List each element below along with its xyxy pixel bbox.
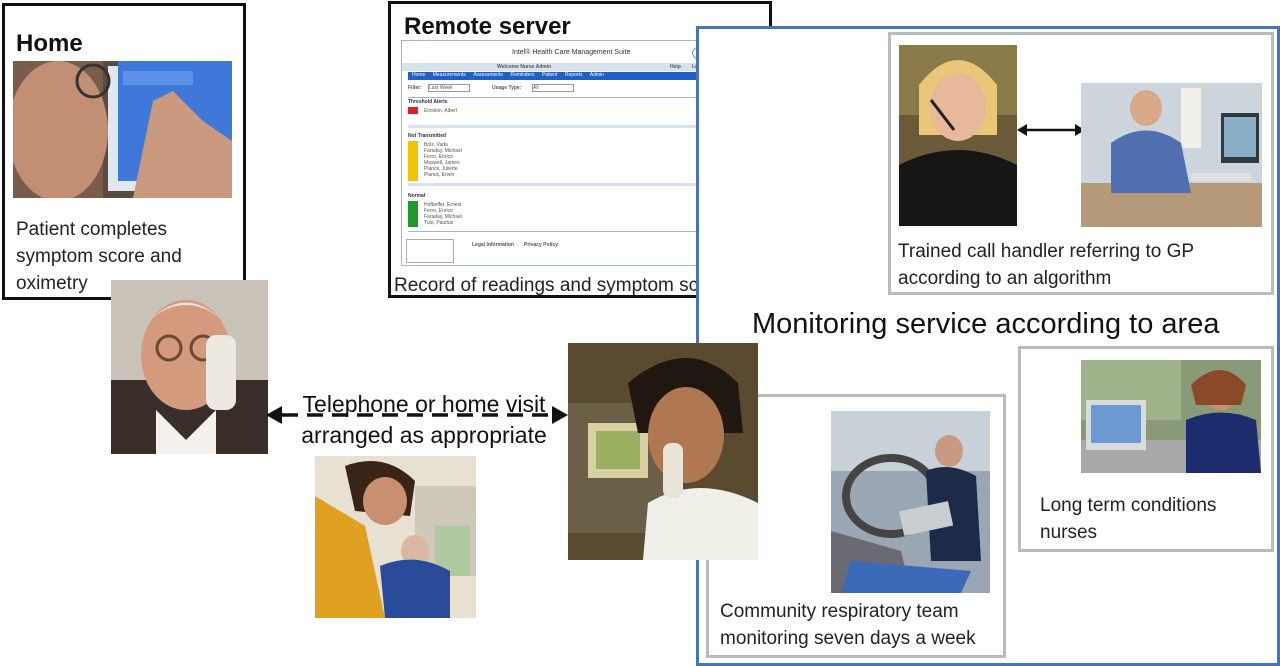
nav-bar: Home Measurements Assessments Reminders … <box>408 72 763 80</box>
long-term-nurses-caption: Long term conditions nurses <box>1040 495 1217 543</box>
tab-patient[interactable]: Patient <box>541 72 558 78</box>
respiratory-team-car-photo <box>831 411 990 593</box>
help-link[interactable]: Help <box>670 64 681 70</box>
list-item[interactable]: Maxwell, James <box>424 160 460 166</box>
privacy-link[interactable]: Privacy Policy <box>524 242 558 248</box>
telephone-home-visit-label: Telephone or home visit arranged as appr… <box>301 391 547 448</box>
dashed-double-arrow <box>266 406 568 424</box>
list-item[interactable]: Einstein, Albert <box>424 108 458 114</box>
welcome-text: Welcome Nurse Admin <box>497 64 552 70</box>
monitoring-title: Monitoring service according to area <box>752 308 1220 340</box>
home-caption: Patient completes symptom score and oxim… <box>16 219 182 294</box>
usage-label: Usage Type: <box>492 85 522 91</box>
filter-select[interactable]: Last Week <box>428 84 470 92</box>
respiratory-team-caption: Community respiratory team monitoring se… <box>720 601 976 649</box>
gp-at-computer-photo <box>1081 83 1262 227</box>
list-item[interactable]: Faraday, Michael <box>424 214 462 220</box>
usage-select[interactable]: All <box>532 84 574 92</box>
tab-home[interactable]: Home <box>412 72 426 78</box>
list-item[interactable]: Faraday, Michael <box>424 148 462 154</box>
remote-server-caption: Record of readings and symptom scores <box>394 275 736 296</box>
elderly-man-phone-photo <box>111 280 268 454</box>
section-not-transmitted: Not Transmitted <box>408 133 447 139</box>
two-way-arrow <box>1017 124 1085 136</box>
home-visit-photo <box>315 456 476 618</box>
tab-admin[interactable]: Admin <box>589 72 604 78</box>
home-title: Home <box>16 30 83 57</box>
alert-green-marker <box>408 201 418 227</box>
alert-red-marker <box>408 107 418 114</box>
remote-server-title: Remote server <box>404 13 571 40</box>
list-item[interactable]: Hofbeffer, Ernest <box>424 202 462 208</box>
operator-on-phone-photo <box>568 343 758 560</box>
suite-title: Intel® Health Care Management Suite <box>512 49 631 56</box>
nurse-at-computer-photo <box>1081 360 1261 473</box>
list-item[interactable]: Tulo, Paurius <box>424 220 454 226</box>
filter-label: Filter: <box>408 85 422 91</box>
patient-tablet-photo <box>13 61 232 198</box>
tab-measurements[interactable]: Measurements <box>432 72 466 78</box>
legal-link[interactable]: Legal Information <box>472 242 514 248</box>
section-threshold-alerts: Threshold Alerts <box>408 99 448 105</box>
list-item[interactable]: Ferro, Enrico <box>424 208 453 214</box>
alert-yellow-marker <box>408 141 418 181</box>
call-handler-caption: Trained call handler referring to GP acc… <box>898 241 1194 289</box>
call-handler-headset-photo <box>899 45 1017 226</box>
tab-reports[interactable]: Reports <box>564 72 583 78</box>
list-item[interactable]: Planck, Erwin <box>424 172 455 178</box>
tab-reminders[interactable]: Reminders <box>510 72 535 78</box>
tab-assessments[interactable]: Assessments <box>473 72 503 78</box>
section-normal: Normal <box>408 193 426 199</box>
list-item[interactable]: Planck, Juliette <box>424 166 458 172</box>
list-item[interactable]: Ferro, Enrico <box>424 154 453 160</box>
list-item[interactable]: Bolz, Vada <box>424 142 448 148</box>
footer-logo <box>406 239 454 263</box>
